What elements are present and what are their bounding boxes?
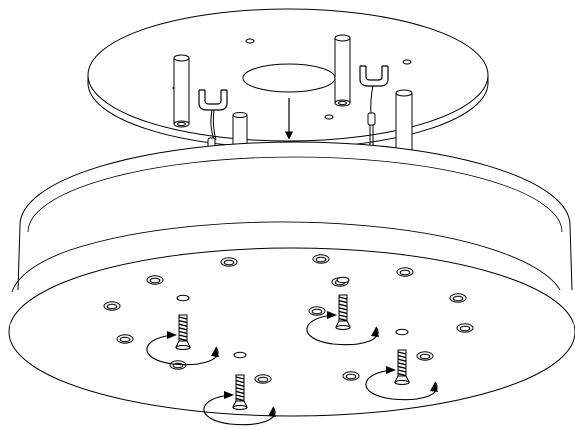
threaded-insert <box>396 267 414 277</box>
screws <box>146 294 438 426</box>
threaded-insert <box>116 334 134 344</box>
rotation-arrow <box>365 369 438 401</box>
open-holes <box>176 276 409 359</box>
threaded-insert <box>146 275 164 285</box>
screw <box>203 374 276 426</box>
canopy-base <box>8 141 575 417</box>
screw <box>306 294 379 346</box>
wire-hook <box>359 65 389 152</box>
threaded-insert <box>103 301 121 311</box>
canopy-side <box>17 224 573 291</box>
open-hole <box>176 294 190 302</box>
threaded-insert <box>342 371 360 381</box>
threaded-insert <box>456 323 474 333</box>
rotation-arrow <box>203 394 276 426</box>
plate-hole <box>245 38 255 44</box>
standoff-post <box>173 54 190 128</box>
canopy-bottom-plate <box>8 247 575 417</box>
open-hole <box>336 276 350 284</box>
threaded-insert <box>312 254 330 264</box>
screw <box>365 349 438 401</box>
threaded-insert <box>416 351 434 361</box>
canopy-top-rim <box>19 141 571 226</box>
mounting-plate <box>87 8 489 156</box>
standoff-post <box>334 34 351 107</box>
screw <box>146 314 219 366</box>
canopy-inner-rim <box>27 156 563 233</box>
open-hole <box>233 351 247 359</box>
threaded-inserts <box>103 254 474 384</box>
threaded-insert <box>308 306 326 316</box>
threaded-insert <box>449 293 467 303</box>
rotation-arrow <box>306 314 379 346</box>
plate-hole <box>402 59 412 65</box>
plate-hole <box>324 114 334 120</box>
open-hole <box>395 328 409 336</box>
standoff-post <box>395 89 413 155</box>
canopy-lip <box>11 221 561 293</box>
threaded-insert <box>254 374 272 384</box>
ceiling-hole <box>242 63 336 93</box>
threaded-insert <box>220 257 238 267</box>
rotation-arrow <box>146 334 219 366</box>
